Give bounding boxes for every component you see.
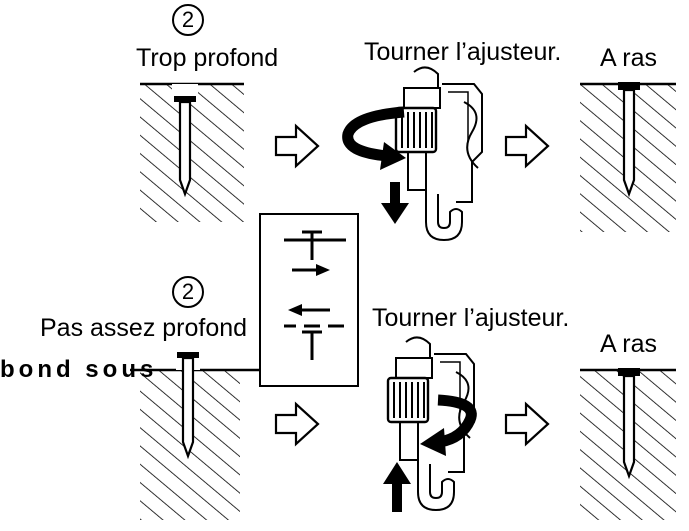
down-arrow-icon bbox=[381, 182, 409, 224]
workpiece-flush bbox=[580, 82, 676, 232]
workpiece-too-deep bbox=[140, 82, 244, 222]
up-arrow-icon bbox=[383, 462, 411, 512]
too-deep-label: Trop profond bbox=[136, 44, 279, 72]
not-deep-enough-label: Pas assez profond bbox=[40, 314, 248, 342]
outline-right-arrow-icon bbox=[504, 402, 550, 446]
nail-icon bbox=[177, 352, 199, 460]
outline-right-arrow-icon bbox=[504, 124, 550, 168]
rotation-arrow-icon bbox=[420, 394, 477, 456]
cropped-text-fragment: bond sous bbox=[0, 356, 158, 383]
nail-icon bbox=[174, 96, 196, 198]
flush-label-top: A ras bbox=[600, 44, 657, 72]
step-number-badge: 2 bbox=[172, 4, 204, 36]
step-number-badge: 2 bbox=[172, 276, 204, 308]
outline-right-arrow-icon bbox=[274, 124, 320, 168]
turn-adjuster-label-top: Tourner l’ajusteur. bbox=[364, 38, 562, 66]
flush-label-bottom: A ras bbox=[600, 330, 657, 358]
turn-adjuster-label-bottom: Tourner l’ajusteur. bbox=[372, 304, 570, 332]
rotation-arrow-icon bbox=[342, 106, 406, 170]
adjuster-icon bbox=[394, 66, 484, 242]
legend-box bbox=[259, 213, 359, 387]
outline-right-arrow-icon bbox=[274, 402, 320, 446]
workpiece-flush bbox=[580, 368, 676, 520]
